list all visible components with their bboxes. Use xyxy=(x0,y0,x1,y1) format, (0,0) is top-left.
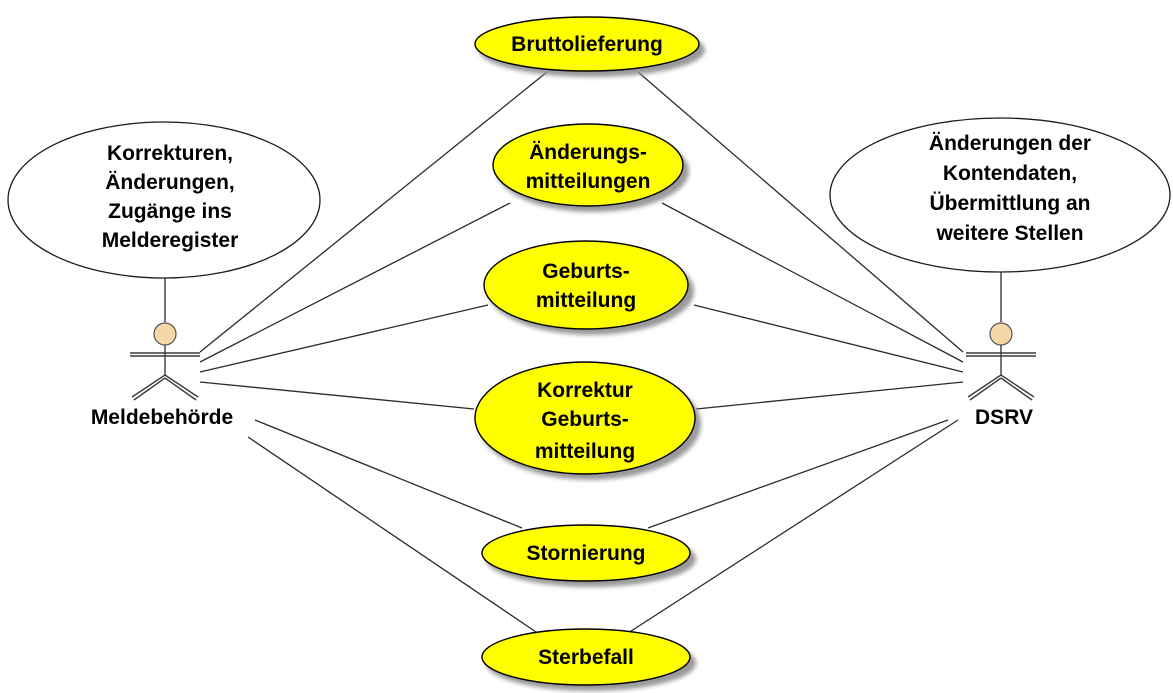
usecase-label-line-2: mitteilung xyxy=(536,289,636,312)
note-left-shape xyxy=(7,121,321,279)
usecase-label-line-1: Geburts- xyxy=(542,260,630,283)
usecase-korrektur-geburtsmitteilung: Korrektur Geburts- mitteilung xyxy=(474,361,701,480)
actor-dsrv: DSRV xyxy=(966,322,1036,429)
note-right-shape xyxy=(829,117,1171,273)
usecase-label: Bruttolieferung xyxy=(511,33,663,56)
usecase-shape xyxy=(481,524,691,582)
left-associations xyxy=(199,71,548,633)
note-left: Korrekturen, Änderungen, Zugänge ins Mel… xyxy=(7,121,321,279)
right-associations xyxy=(627,71,964,634)
assoc-right-sterbefall xyxy=(627,419,959,634)
actor-label-dsrv: DSRV xyxy=(975,406,1033,429)
actor-meldebehoerde: Meldebehörde xyxy=(91,322,233,429)
usecase-aenderungsmitteilungen: Änderungs- mitteilungen xyxy=(492,123,689,212)
assoc-left-geburtsmitteilung xyxy=(199,304,489,373)
assoc-right-geburtsmitteilung xyxy=(693,304,964,373)
usecase-sterbefall: Sterbefall xyxy=(481,628,696,691)
assoc-left-stornierung xyxy=(254,419,523,529)
usecase-label-line-3: mitteilung xyxy=(535,440,635,463)
actor-icon xyxy=(966,322,1036,401)
usecase-label: Sterbefall xyxy=(538,646,634,669)
note-right: Änderungen der Kontendaten, Übermittlung… xyxy=(829,117,1171,273)
usecase-bruttolieferung: Bruttolieferung xyxy=(474,16,705,77)
note-right-line-1: Änderungen der xyxy=(929,132,1091,155)
note-left-line-3: Zugänge ins xyxy=(108,200,232,223)
usecase-shape xyxy=(481,628,691,686)
usecase-label-line-2: mitteilungen xyxy=(526,170,651,193)
usecase-label-line-2: Geburts- xyxy=(541,408,629,431)
note-right-line-2: Kontendaten, xyxy=(943,162,1077,185)
usecase-shape xyxy=(474,361,696,475)
actor-label-meldebehoerde: Meldebehörde xyxy=(91,406,233,429)
assoc-right-bruttolieferung xyxy=(637,71,964,353)
assoc-left-sterbefall xyxy=(247,436,537,633)
note-right-line-3: Übermittlung an xyxy=(930,192,1091,215)
actor-icon xyxy=(130,322,200,401)
assoc-right-stornierung xyxy=(647,419,949,529)
usecase-label-line-1: Änderungs- xyxy=(529,141,647,164)
assoc-left-aenderungsmitteilungen xyxy=(199,202,511,363)
usecase-label-line-1: Korrektur xyxy=(537,379,633,402)
note-right-line-4: weitere Stellen xyxy=(935,222,1083,245)
note-left-line-4: Melderegister xyxy=(102,229,239,252)
assoc-left-korrektur xyxy=(199,381,475,410)
assoc-right-aenderungsmitteilungen xyxy=(661,202,964,363)
assoc-right-korrektur xyxy=(695,381,964,410)
usecase-label: Stornierung xyxy=(527,542,646,565)
note-left-line-2: Änderungen, xyxy=(105,171,235,194)
note-left-line-1: Korrekturen, xyxy=(107,142,233,165)
usecase-shape xyxy=(483,240,689,330)
usecase-shape xyxy=(474,16,700,72)
assoc-left-bruttolieferung xyxy=(199,71,548,353)
usecase-shape xyxy=(492,123,684,207)
usecase-geburtsmitteilung: Geburts- mitteilung xyxy=(483,240,694,335)
usecase-stornierung: Stornierung xyxy=(481,524,696,587)
